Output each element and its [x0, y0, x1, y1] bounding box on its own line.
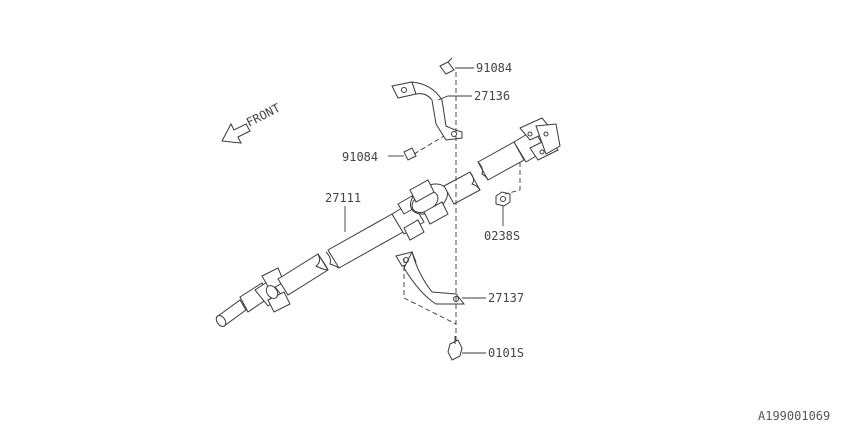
assembly-line-nut: [504, 162, 521, 195]
callout-27111: 27111: [325, 191, 361, 205]
callout-27136: 27136: [474, 89, 510, 103]
callout-0101S: 0101S: [488, 346, 524, 360]
lower-bracket: [395, 250, 466, 305]
upper-bracket: [391, 81, 463, 141]
callout-27137: 27137: [488, 291, 524, 305]
leader-27136: [437, 95, 472, 101]
front-label: FRONT: [244, 101, 283, 130]
nut-icon: [495, 191, 511, 207]
assembly-line-lower: [403, 258, 457, 325]
callout-0238S: 0238S: [484, 229, 520, 243]
propeller-shaft: [215, 117, 561, 327]
screw-top-icon: [439, 57, 455, 75]
diagram-id: A199001069: [758, 409, 830, 423]
callout-91084-top: 91084: [476, 61, 512, 75]
callout-91084-left: 91084: [342, 150, 378, 164]
front-arrow-icon: [221, 122, 251, 144]
screw-left-icon: [403, 147, 417, 161]
bolt-icon: [447, 336, 463, 361]
assembly-line-screw-left: [413, 135, 445, 155]
